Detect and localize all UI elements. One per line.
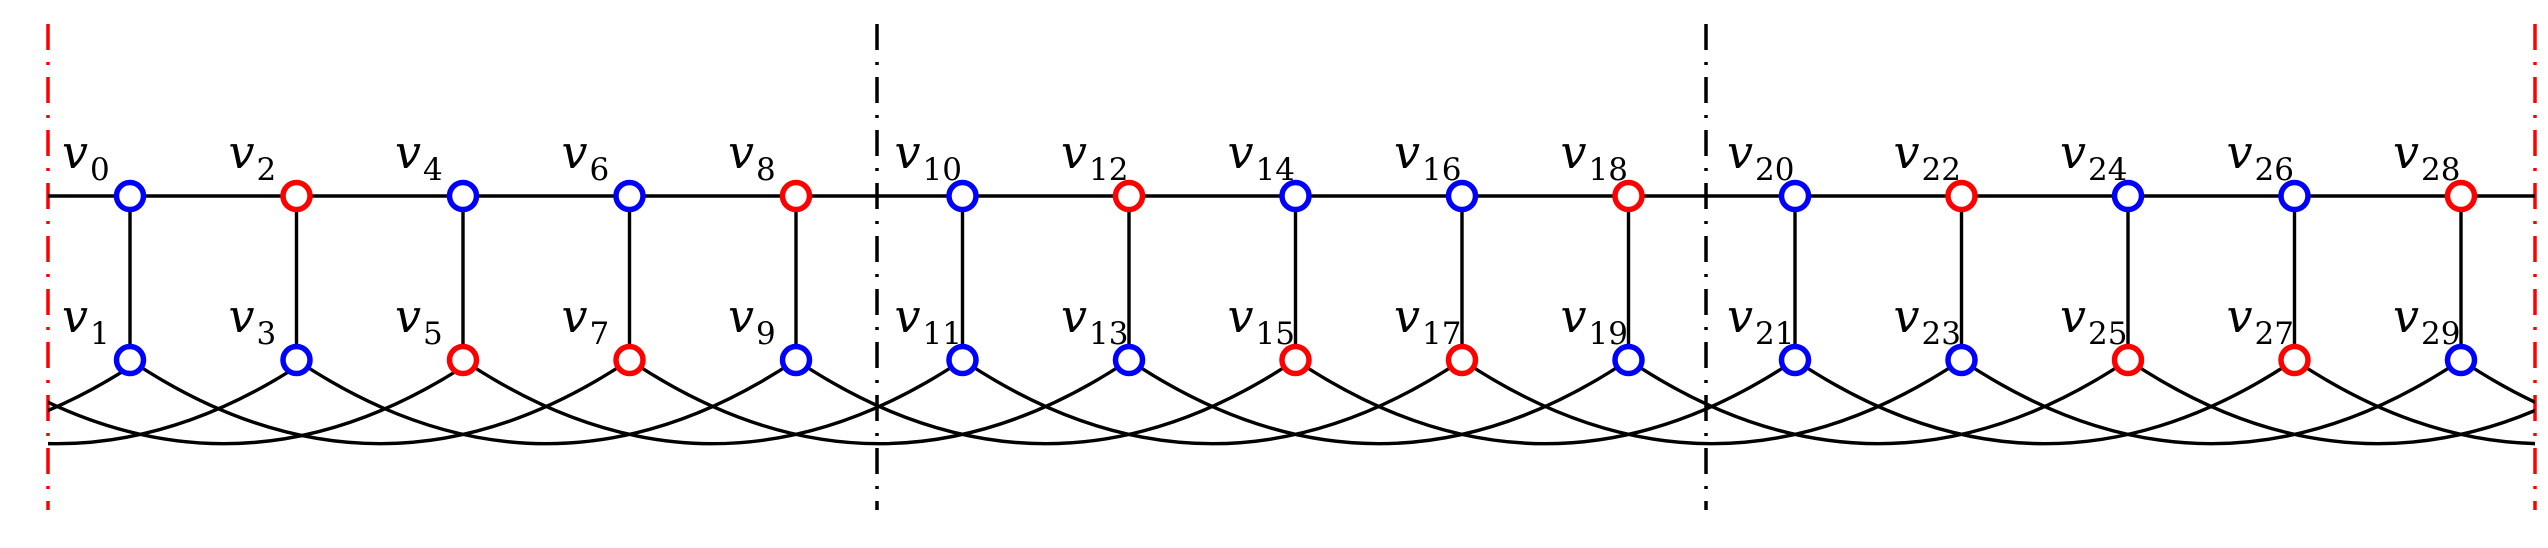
vertex-v10	[946, 179, 979, 213]
bottom-arc-edge	[961, 358, 1463, 446]
edges	[48, 194, 2535, 446]
vertex-v2	[280, 179, 313, 213]
vertex-v26	[2278, 179, 2311, 213]
bottom-arc-edge	[48, 358, 2535, 446]
bottom-arc-edge	[1128, 358, 1630, 446]
vertex-v13	[1112, 343, 1146, 377]
vertex-label-v4: v4	[395, 125, 443, 188]
bottom-arc-edge	[48, 358, 2535, 446]
vertex-v23	[1945, 343, 1978, 377]
nodes	[113, 179, 2478, 377]
vertex-label-v12: v12	[1061, 125, 1128, 188]
vertex-label-v3: v3	[229, 289, 277, 352]
bottom-arc-edge	[1794, 358, 2296, 446]
bottom-arc-edge	[1294, 358, 1796, 446]
vertex-label-v29: v29	[2393, 289, 2460, 352]
vertex-v11	[946, 343, 979, 377]
vertex-v9	[779, 343, 813, 377]
vertex-label-v9: v9	[728, 289, 776, 352]
vertex-label-v14: v14	[1228, 125, 1295, 188]
vertex-label-v5: v5	[395, 289, 443, 352]
vertex-v17	[1445, 343, 1479, 377]
vertex-label-v26: v26	[2227, 125, 2294, 188]
vertex-label-v7: v7	[562, 289, 610, 352]
vertex-v28	[2444, 179, 2478, 213]
vertex-label-v24: v24	[2060, 125, 2127, 188]
vertex-label-v16: v16	[1394, 125, 1461, 188]
vertex-v15	[1279, 343, 1312, 377]
vertex-v6	[613, 179, 646, 213]
vertex-v16	[1445, 179, 1479, 213]
vertex-label-v28: v28	[2393, 125, 2460, 188]
vertex-v8	[779, 179, 813, 213]
vertex-v24	[2111, 179, 2145, 213]
vertex-label-v0: v0	[62, 125, 110, 188]
bottom-arc-edge	[1627, 358, 2129, 446]
vertex-label-v2: v2	[229, 125, 277, 188]
bottom-arc-edge	[1461, 358, 1963, 446]
vertex-label-v17: v17	[1394, 289, 1461, 352]
bottom-arc-edge	[628, 358, 1130, 446]
vertex-v19	[1612, 343, 1645, 377]
vertex-v4	[446, 179, 480, 213]
vertex-v1	[113, 343, 147, 377]
vertex-v27	[2278, 343, 2311, 377]
vertex-label-v6: v6	[562, 125, 610, 188]
vertex-v20	[1778, 179, 1812, 213]
bottom-arc-edge	[295, 358, 797, 446]
vertex-v0	[113, 179, 147, 213]
vertex-v12	[1112, 179, 1146, 213]
vertex-label-v13: v13	[1061, 289, 1128, 352]
vertex-label-v11: v11	[895, 289, 962, 352]
dividers	[46, 24, 2537, 510]
vertex-label-v10: v10	[895, 125, 962, 188]
vertex-v29	[2444, 343, 2478, 377]
vertex-v3	[280, 343, 313, 377]
bottom-arc-edge	[1960, 358, 2462, 446]
bottom-arc-edge	[462, 358, 964, 446]
vertex-v5	[446, 343, 480, 377]
bottom-arc-edge	[795, 358, 1297, 446]
vertex-v22	[1945, 179, 1978, 213]
vertex-v21	[1778, 343, 1812, 377]
vertex-label-v25: v25	[2060, 289, 2127, 352]
vertex-label-v23: v23	[1894, 289, 1961, 352]
vertex-v7	[613, 343, 646, 377]
vertex-label-v20: v20	[1727, 125, 1794, 188]
vertex-label-v27: v27	[2227, 289, 2294, 352]
bottom-arc-edge	[48, 358, 2535, 446]
vertex-label-v22: v22	[1894, 125, 1961, 188]
vertex-label-v8: v8	[728, 125, 776, 188]
vertex-label-v21: v21	[1727, 289, 1794, 352]
vertex-label-v18: v18	[1561, 125, 1628, 188]
vertex-label-v1: v1	[62, 289, 110, 352]
vertex-v25	[2111, 343, 2145, 377]
labels: v0 v1 v2 v3 v4 v5 v6 v7 v8 v9 v10 v11 v12 v13 v14 v15 v1…	[62, 125, 2460, 352]
vertex-v18	[1612, 179, 1645, 213]
vertex-v14	[1279, 179, 1312, 213]
vertex-label-v15: v15	[1228, 289, 1295, 352]
vertex-label-v19: v19	[1561, 289, 1628, 352]
bottom-arc-edge	[129, 358, 631, 446]
